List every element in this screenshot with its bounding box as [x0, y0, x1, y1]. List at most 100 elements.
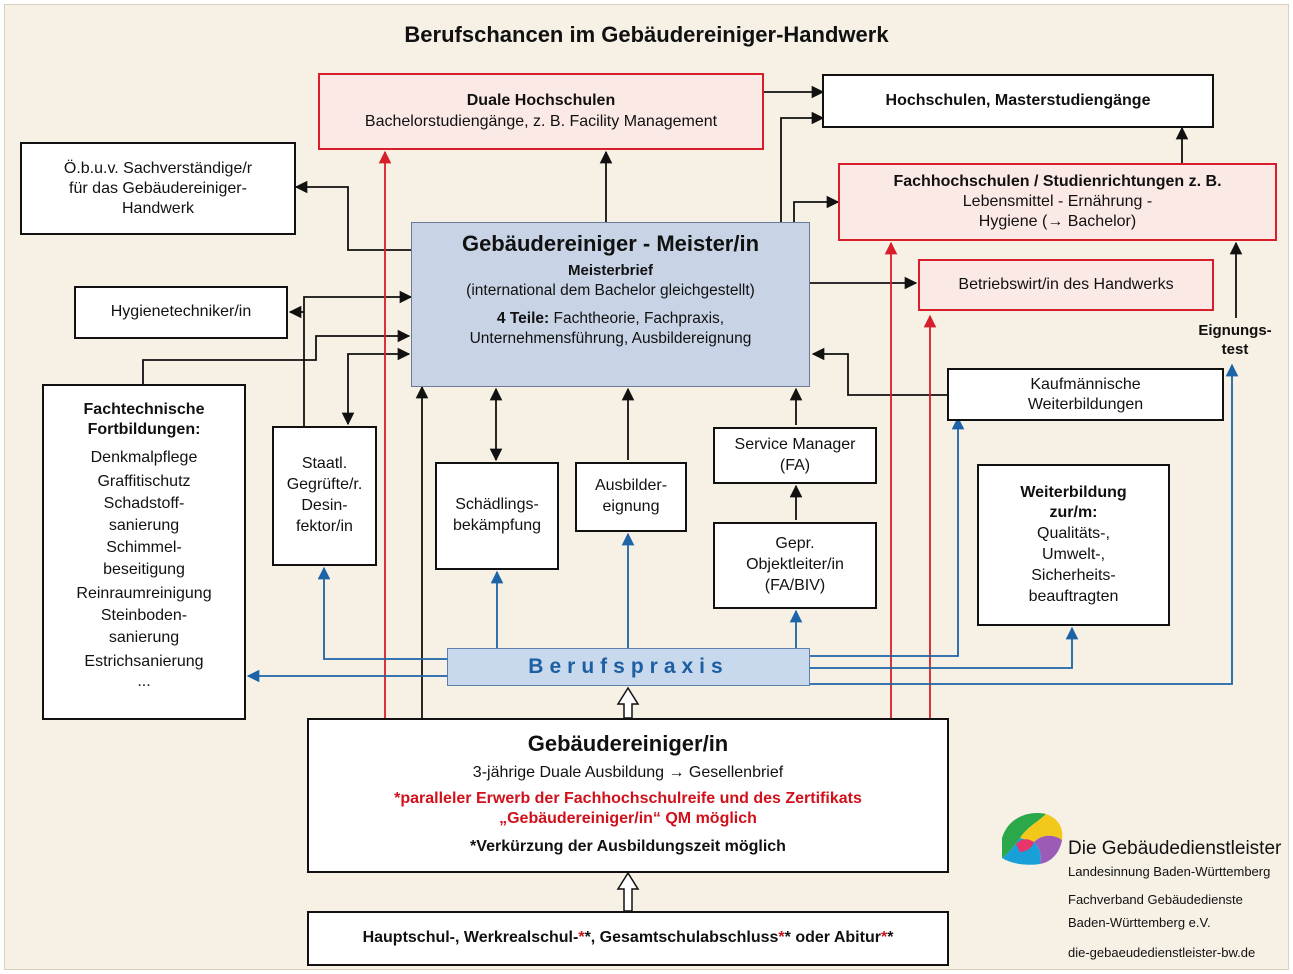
- duale-hochschulen-text: Bachelorstudiengänge, z. B. Facility Man…: [364, 112, 718, 130]
- meister-parts-text: Fachtheorie, Fachpraxis,: [553, 310, 725, 328]
- abschluss-part3: * oder Abitur: [784, 929, 881, 947]
- box-duale-hochschulen: Duale Hochschulen Bachelorstudiengänge, …: [318, 73, 764, 150]
- box-schaedlings: Schädlings- bekämpfung: [435, 462, 559, 570]
- box-weiterbildung: Weiterbildung zur/m: Qualitäts-, Umwelt-…: [977, 464, 1170, 626]
- hollow-arrow-to-gebaeudereiniger: [616, 871, 640, 912]
- fachtechnische-title: Fachtechnische: [83, 401, 205, 418]
- box-objektleiter: Gepr. Objektleiter/in (FA/BIV): [713, 522, 877, 609]
- arrow-kaufmaennische-to-meister: [811, 347, 947, 396]
- fachhochschulen-line: Lebensmittel - Ernährung -: [962, 193, 1153, 210]
- fachhochschulen-title: Fachhochschulen / Studienrichtungen z. B…: [893, 173, 1222, 190]
- fachtechnische-title: Fortbildungen:: [87, 421, 201, 438]
- betriebswirt-title: Betriebswirt/in des Handwerks: [958, 275, 1174, 293]
- fachtechnische-item: Schimmel-: [106, 539, 182, 556]
- fachtechnische-item: Steinboden-: [100, 607, 188, 624]
- box-berufspraxis: Berufspraxis: [447, 648, 810, 686]
- service-manager-line: Service Manager: [734, 435, 856, 453]
- logo-url: die-gebaeudedienstleister-bw.de: [1068, 945, 1256, 960]
- blue-arrow-to-desinfektor: [317, 566, 447, 660]
- ausbilder-line: Ausbilder-: [594, 477, 668, 495]
- meister-title: Gebäudereiniger - Meister/in: [461, 231, 760, 256]
- box-fachtechnische: Fachtechnische Fortbildungen: Denkmalpfl…: [42, 384, 246, 720]
- box-ausbilder: Ausbilder- eignung: [575, 462, 687, 532]
- sachverstaendige-line: Handwerk: [121, 199, 195, 217]
- meister-subtitle-note: (international dem Bachelor gleichgestel…: [466, 281, 755, 299]
- abschluss-red-star: *: [880, 929, 888, 947]
- meister-parts-label: 4 Teile:: [496, 310, 550, 328]
- service-manager-line: (FA): [779, 456, 811, 474]
- objektleiter-line: Objektleiter/in: [746, 556, 844, 574]
- abschluss-part1: Hauptschul-, Werkrealschul-: [362, 929, 579, 947]
- hollow-arrow-to-berufspraxis: [616, 686, 640, 719]
- box-betriebswirt: Betriebswirt/in des Handwerks: [918, 259, 1214, 311]
- fachtechnische-item: ...: [137, 673, 151, 690]
- weiterbildung-line: Umwelt-,: [1041, 546, 1106, 563]
- desinfektor-line: Gegrüfte/r.: [286, 476, 363, 494]
- arrow-meister-to-sachverstaendige: [294, 180, 411, 251]
- box-meister: Gebäudereiniger - Meister/in Meisterbrie…: [411, 222, 810, 387]
- eignungstest-line: test: [1221, 340, 1249, 358]
- abschluss-red-star: *: [778, 929, 785, 947]
- objektleiter-line: Gepr.: [775, 535, 815, 553]
- duale-hochschulen-title: Duale Hochschulen: [466, 91, 616, 109]
- objektleiter-line: (FA/BIV): [764, 576, 826, 594]
- logo-line1: Landesinnung Baden-Württemberg: [1068, 864, 1271, 879]
- sachverstaendige-line: für das Gebäudereiniger-: [69, 179, 247, 197]
- box-hygienetechniker: Hygienetechniker/in: [74, 286, 288, 339]
- schaedlings-line: bekämpfung: [452, 517, 542, 534]
- blue-arrow-to-weiterbildung: [810, 626, 1079, 669]
- fachtechnische-item: Graffitischutz: [97, 473, 191, 490]
- box-fachhochschulen: Fachhochschulen / Studienrichtungen z. B…: [838, 163, 1277, 241]
- fachtechnische-item: Denkmalpflege: [90, 449, 198, 466]
- sachverstaendige-line: Ö.b.u.v. Sachverständige/r: [63, 159, 253, 177]
- box-sachverstaendige: Ö.b.u.v. Sachverständige/r für das Gebäu…: [20, 142, 296, 235]
- weiterbildung-line: Qualitäts-,: [1037, 525, 1110, 543]
- schaedlings-line: Schädlings-: [455, 496, 539, 514]
- gebaeudedienstleister-logo-icon: [1002, 813, 1063, 865]
- weiterbildung-line: beauftragten: [1028, 587, 1119, 605]
- logo-line3: Baden-Württemberg e.V.: [1068, 915, 1211, 930]
- arrow-meister-to-fachhochschulen: [793, 195, 840, 222]
- abschluss-part2: *, Gesamtschulabschluss: [584, 929, 779, 947]
- weiterbildung-title: Weiterbildung: [1020, 483, 1127, 501]
- meister-parts-text2: Unternehmensführung, Ausbildereignung: [469, 330, 752, 348]
- fachtechnische-item: sanierung: [108, 629, 180, 646]
- box-hochschulen: Hochschulen, Masterstudiengänge: [822, 74, 1214, 128]
- fachtechnische-item: Schadstoff-: [103, 495, 185, 512]
- blue-arrow-to-kaufmaennische: [810, 416, 965, 657]
- logo-name: Die Gebäudedienstleister: [1068, 838, 1282, 859]
- arrow-fachtechnische-to-meister: [142, 329, 411, 384]
- abschluss-red-star: *: [578, 929, 585, 947]
- eignungstest-line: Eignungs-: [1198, 322, 1272, 339]
- box-service-manager: Service Manager (FA): [713, 427, 877, 484]
- fachtechnische-item: Reinraumreinigung: [76, 585, 212, 602]
- box-kaufmaennische: Kaufmännische Weiterbildungen: [947, 368, 1224, 421]
- fachtechnische-item: Estrichsanierung: [84, 653, 204, 670]
- desinfektor-line: fektor/in: [296, 517, 353, 535]
- logo-line2: Fachverband Gebäudedienste: [1068, 892, 1243, 907]
- meister-subtitle: Meisterbrief: [567, 262, 654, 280]
- arrow-meister-to-hochschulen: [780, 111, 825, 222]
- arrow-meister-to-hygienetechniker: [303, 290, 413, 426]
- ausbilder-line: eignung: [602, 498, 660, 515]
- gebaeudereiniger-red-line: „Gebäudereiniger/in“ QM möglich: [499, 810, 757, 828]
- kaufmaennische-line: Kaufmännische: [1030, 375, 1141, 393]
- arrow-meister-desinfektor: [341, 347, 411, 426]
- gebaeudereiniger-red-line: *paralleler Erwerb der Fachhochschulreif…: [394, 790, 862, 808]
- gebaeudereiniger-note: *Verkürzung der Ausbildungszeit möglich: [470, 838, 786, 856]
- fachtechnische-item: sanierung: [108, 517, 180, 534]
- fachtechnische-item: beseitigung: [103, 561, 185, 578]
- box-gebaeudereiniger: Gebäudereiniger/in 3-jährige Duale Ausbi…: [307, 718, 949, 873]
- box-desinfektor: Staatl. Gegrüfte/r. Desin- fektor/in: [272, 426, 377, 566]
- blue-arrow-to-eignungstest: [810, 363, 1239, 685]
- box-abschluss: Hauptschul-, Werkrealschul-**, Gesamtsch…: [307, 911, 949, 966]
- fachhochschulen-line: Hygiene (→ Bachelor): [978, 213, 1137, 230]
- weiterbildung-title: zur/m:: [1049, 504, 1098, 522]
- hygienetechniker-title: Hygienetechniker/in: [110, 303, 252, 321]
- desinfektor-line: Staatl.: [301, 455, 348, 473]
- weiterbildung-line: Sicherheits-: [1031, 566, 1116, 584]
- gebaeudereiniger-title: Gebäudereiniger/in: [527, 731, 729, 756]
- kaufmaennische-line: Weiterbildungen: [1027, 395, 1144, 413]
- berufspraxis-title: Berufspraxis: [528, 655, 729, 679]
